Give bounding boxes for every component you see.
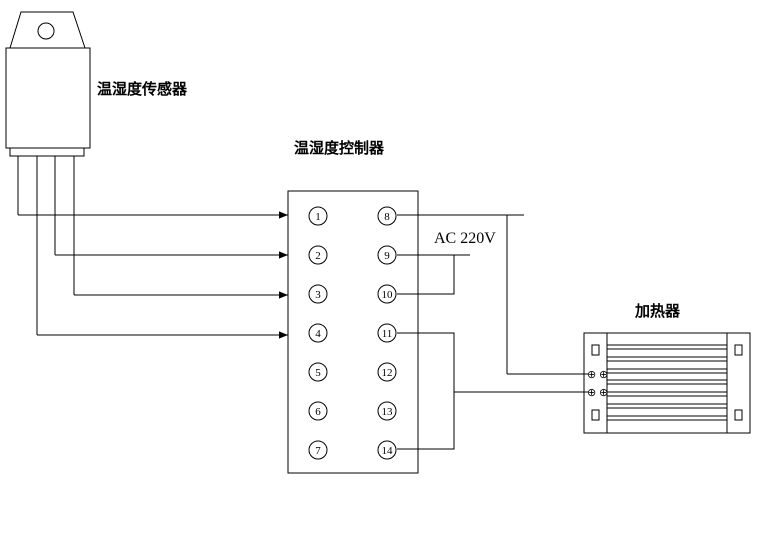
- sensor-body: [5, 47, 91, 149]
- terminal-4: 4: [308, 323, 328, 343]
- terminal-label-4: 4: [315, 328, 321, 340]
- terminal-circle-7: [308, 440, 328, 460]
- terminal-14: 14: [377, 440, 397, 460]
- heater-terminal-backing: [588, 366, 606, 398]
- controller-box: [287, 190, 419, 474]
- terminal-label-10: 10: [382, 289, 394, 301]
- terminal-label-7: 7: [315, 445, 321, 457]
- terminal-circle-13: [377, 401, 397, 421]
- terminal-circle-5: [308, 362, 328, 382]
- terminal-label-3: 3: [315, 289, 321, 301]
- heater-mount-bl: [591, 409, 600, 421]
- terminal-6: 6: [308, 401, 328, 421]
- terminal-10: 10: [377, 284, 397, 304]
- heater-label: 加热器: [634, 302, 681, 320]
- terminal-circle-3: [308, 284, 328, 304]
- temperature-humidity-sensor: [5, 11, 91, 335]
- sensor-base: [9, 147, 85, 157]
- wire-terminal-9-10-bridge: [397, 254, 470, 295]
- terminal-11: 11: [377, 323, 397, 343]
- terminal-label-13: 13: [382, 406, 394, 418]
- terminal-label-12: 12: [382, 367, 393, 379]
- heater-terminal-top: ⊕ ⊕: [587, 369, 608, 381]
- terminal-circle-11: [377, 323, 397, 343]
- wire-terminal-11-14-loop: [397, 332, 455, 450]
- terminal-circle-8: [377, 206, 397, 226]
- terminal-3: 3: [308, 284, 328, 304]
- terminal-circle-6: [308, 401, 328, 421]
- heater-terminal-bottom: ⊕ ⊕: [587, 387, 608, 399]
- terminal-7: 7: [308, 440, 328, 460]
- terminal-1: 1: [308, 206, 328, 226]
- controller-terminals-right: 8 9 10 11 12 13 14: [377, 206, 397, 460]
- terminal-label-14: 14: [382, 445, 394, 457]
- terminal-label-6: 6: [315, 406, 321, 418]
- heater-fins: [607, 344, 727, 421]
- terminal-circle-9: [377, 245, 397, 265]
- terminal-9: 9: [377, 245, 397, 265]
- terminal-circle-2: [308, 245, 328, 265]
- terminal-2: 2: [308, 245, 328, 265]
- sensor-label: 温湿度传感器: [97, 80, 188, 98]
- terminal-label-5: 5: [315, 367, 321, 379]
- terminal-5: 5: [308, 362, 328, 382]
- heater-mount-tl: [591, 344, 600, 356]
- power-label: AC 220V: [434, 230, 496, 247]
- terminal-circle-1: [308, 206, 328, 226]
- terminal-label-2: 2: [315, 250, 321, 262]
- terminal-circle-4: [308, 323, 328, 343]
- terminal-label-8: 8: [384, 211, 390, 223]
- sensor-head: [9, 11, 86, 49]
- terminal-circle-12: [377, 362, 397, 382]
- heater-mount-tr: [734, 344, 743, 356]
- terminal-label-11: 11: [382, 328, 393, 340]
- controller-label: 温湿度控制器: [294, 139, 385, 157]
- heater: ⊕ ⊕ ⊕ ⊕: [583, 332, 751, 434]
- terminal-12: 12: [377, 362, 397, 382]
- terminal-label-9: 9: [384, 250, 390, 262]
- controller-terminals-left: 1 2 3 4 5 6 7: [308, 206, 328, 460]
- terminal-8: 8: [377, 206, 397, 226]
- terminal-circle-10: [377, 284, 397, 304]
- terminal-circle-14: [377, 440, 397, 460]
- terminal-label-1: 1: [315, 211, 321, 223]
- heater-mount-br: [734, 409, 743, 421]
- terminal-13: 13: [377, 401, 397, 421]
- sensor-mount-hole: [37, 22, 55, 40]
- heater-body: [583, 332, 751, 434]
